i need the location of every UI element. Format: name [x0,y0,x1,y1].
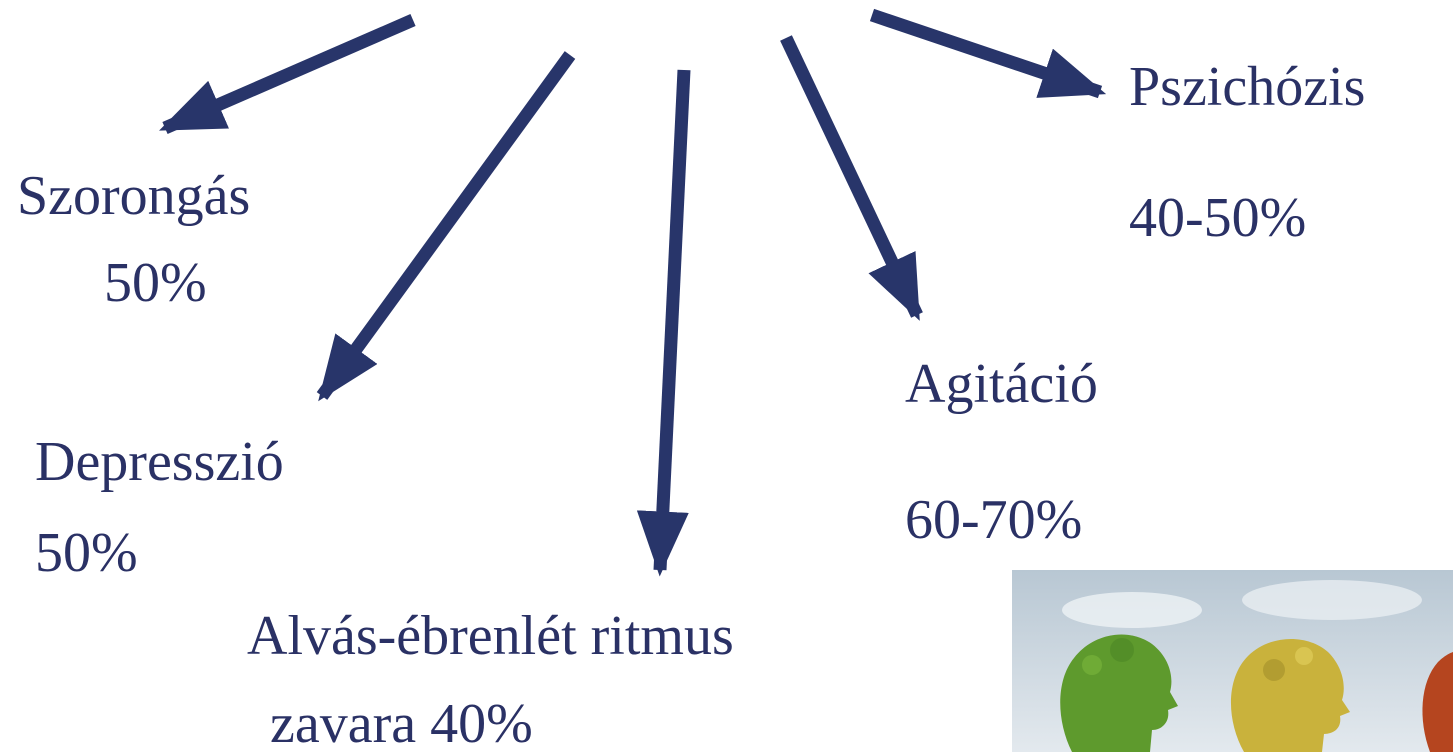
arrow-szorongas [159,14,416,134]
label-pszichozis: Pszichózis [1129,56,1366,118]
arrow-pszichozis [869,8,1107,99]
red-tree-head [1422,652,1453,752]
arrow-alvas [636,69,691,577]
label-depresszio: Depresszió [35,431,284,493]
arrow-depresszio [316,51,576,402]
label-alvas: Alvás-ébrenlét ritmus [247,605,734,667]
label-alvas-line2: zavara 40% [270,693,533,752]
arrow-agitacio [780,35,923,321]
label-depresszio-percent: 50% [35,522,138,584]
label-agitacio-percent: 60-70% [905,489,1083,551]
label-pszichozis-percent: 40-50% [1129,187,1307,249]
label-agitacio: Agitáció [905,353,1098,415]
tree-heads-image [1012,570,1453,752]
yellow-tree-head [1230,638,1350,752]
label-szorongas-percent: 50% [104,252,207,314]
label-szorongas: Szorongás [17,165,251,227]
